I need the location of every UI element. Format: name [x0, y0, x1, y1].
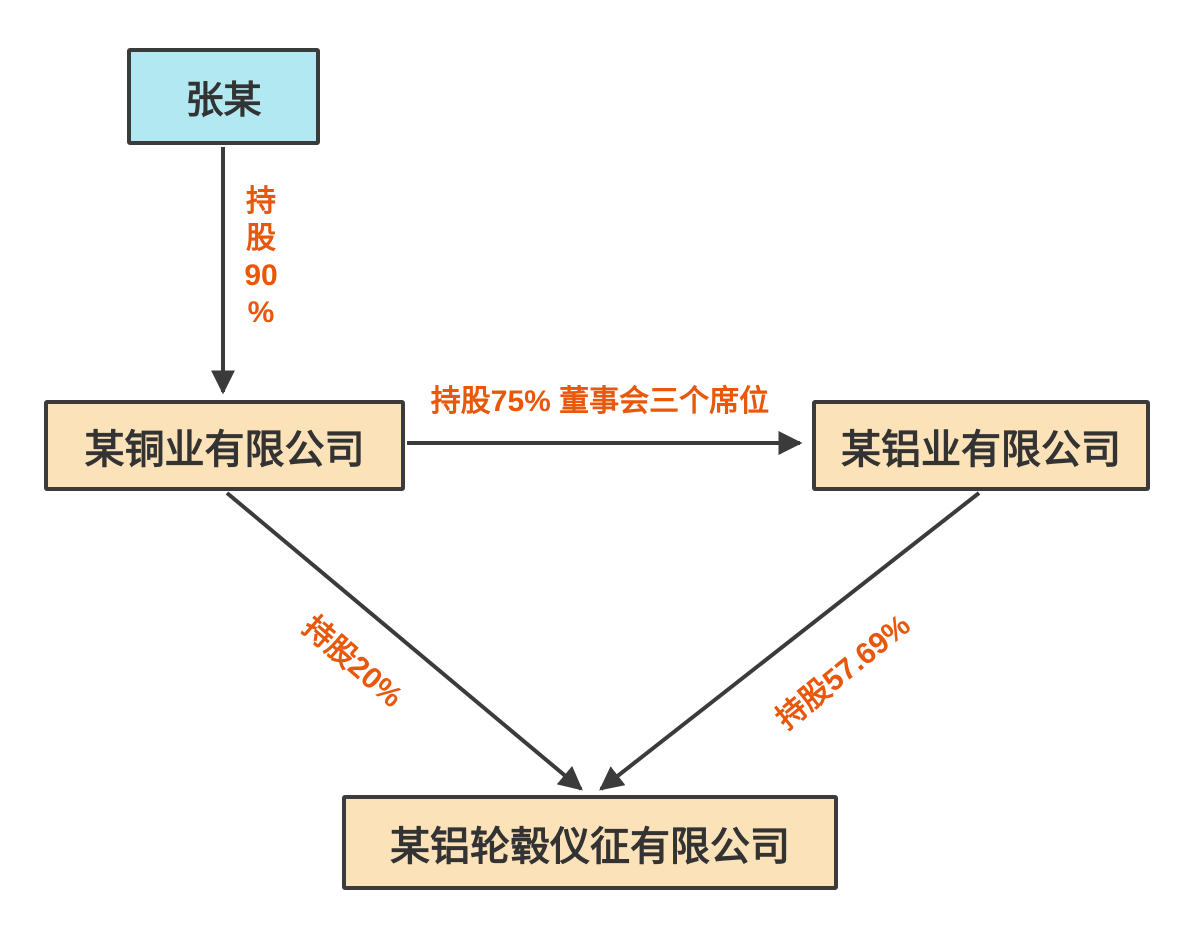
node-person-label: 张某	[185, 80, 262, 122]
edge-label-person-to-copper-line2: 股	[246, 222, 276, 255]
arrow-aluminum-to-wheel	[599, 491, 981, 791]
edge-label-person-to-copper: 持 股 90 %	[236, 183, 286, 331]
node-wheel-company: 某铝轮毂仪征有限公司	[342, 795, 838, 890]
edge-label-person-to-copper-line3: 90	[244, 259, 278, 292]
edge-label-person-to-copper-line1: 持	[246, 185, 276, 218]
arrow-copper-to-wheel	[225, 491, 583, 791]
node-copper-company: 某铜业有限公司	[44, 400, 405, 491]
node-wheel-company-label: 某铝轮毂仪征有限公司	[390, 824, 790, 869]
edge-label-person-to-copper-line4: %	[247, 296, 275, 329]
node-aluminum-company: 某铝业有限公司	[812, 400, 1150, 491]
node-aluminum-company-label: 某铝业有限公司	[841, 427, 1121, 472]
edge-label-copper-to-aluminum: 持股75% 董事会三个席位	[430, 385, 770, 418]
node-person: 张某	[127, 48, 320, 145]
node-copper-company-label: 某铜业有限公司	[84, 427, 365, 472]
